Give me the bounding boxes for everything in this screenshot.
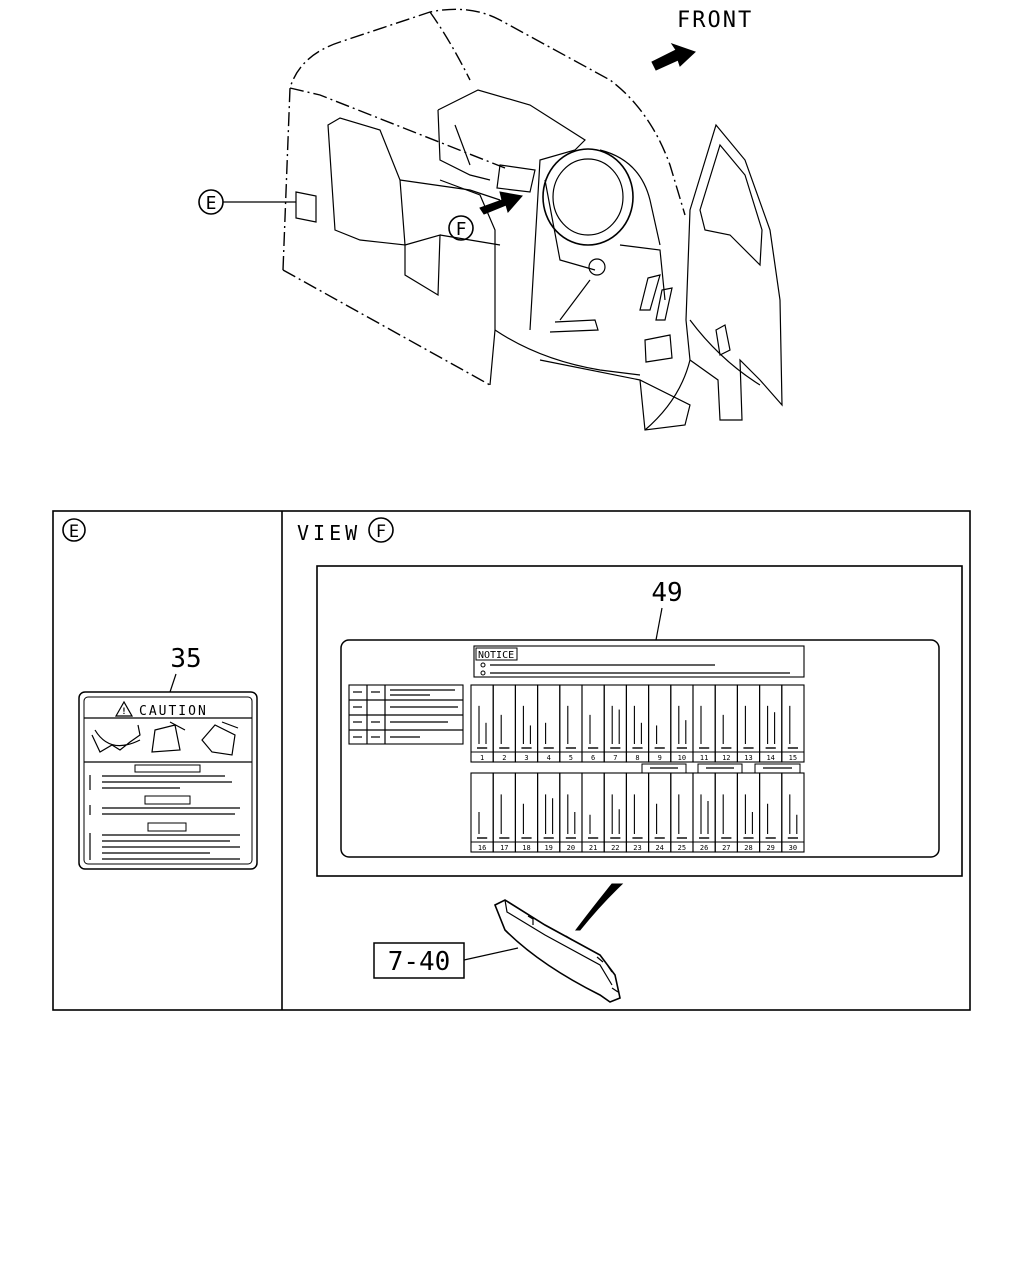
fuse-number: 27: [722, 844, 730, 852]
fuse-number: 16: [478, 844, 486, 852]
fuse-slot: 11: [692, 684, 716, 763]
fuse-number: 14: [766, 754, 774, 762]
fuse-slot: 20: [559, 772, 583, 853]
fuse-box-cover: 7-40: [373, 883, 624, 1003]
fuse-number: 5: [569, 754, 573, 762]
fuse-number: 9: [658, 754, 662, 762]
fuse-slot: 7: [603, 684, 627, 763]
fuse-slot: 23: [625, 772, 650, 853]
fuse-label-part-number: 49: [651, 578, 682, 608]
fuse-number: 7: [613, 754, 617, 762]
fuse-number: 1: [480, 754, 484, 762]
cab-interior-illustration: [282, 8, 783, 431]
callout-f-top: F: [448, 215, 474, 241]
fuse-number: 4: [547, 754, 551, 762]
fuse-slot: 12: [714, 684, 738, 763]
fuse-number: 12: [722, 754, 730, 762]
panel-f-letter: F: [376, 522, 386, 542]
fuse-number: 6: [591, 754, 595, 762]
fuse-row-2: 16 17 18 19 20 21 22 23 24 25 26 27 28 29 30: [470, 772, 805, 853]
front-arrow-icon: [651, 43, 696, 71]
panel-f-header: VIEW F: [297, 517, 394, 545]
fuse-slot: 10: [670, 684, 694, 763]
front-label: FRONT: [677, 8, 753, 33]
fuse-number: 8: [635, 754, 639, 762]
fuse-slot: 30: [781, 772, 805, 853]
fuse-slot: 25: [670, 772, 694, 853]
fuse-number: 26: [700, 844, 708, 852]
detail-frame: [52, 510, 971, 1011]
callout-f-top-letter: F: [456, 219, 467, 240]
fuse-number: 11: [700, 754, 708, 762]
fuse-cover-reference: 7-40: [388, 947, 451, 977]
fuse-slot: 24: [648, 772, 672, 853]
fuse-number: 19: [544, 844, 552, 852]
fuse-number: 15: [789, 754, 797, 762]
fuse-slot: 17: [492, 772, 516, 853]
fuse-number: 30: [789, 844, 797, 852]
fuse-slot: 14: [759, 684, 783, 763]
fuse-number: 17: [500, 844, 508, 852]
fuse-number: 23: [633, 844, 641, 852]
front-direction-indicator: FRONT: [651, 8, 753, 71]
panel-e-header: E: [62, 518, 86, 542]
fuse-slot: 9: [648, 684, 672, 763]
fuse-slot: 15: [781, 684, 805, 763]
fuse-number: 18: [522, 844, 530, 852]
fuse-number: 20: [567, 844, 575, 852]
fuse-slot: 19: [537, 772, 561, 853]
fuse-slot: 29: [759, 772, 783, 853]
notice-title: NOTICE: [478, 650, 514, 661]
panel-e-letter: E: [69, 522, 79, 542]
caution-part-number: 35: [170, 644, 201, 674]
fuse-number: 22: [611, 844, 619, 852]
warning-triangle-icon: [114, 700, 134, 717]
door-pictogram: [201, 721, 239, 756]
fuse-slot: 16: [470, 772, 494, 853]
fuse-number: 21: [589, 844, 597, 852]
caution-sign-glyph: !: [121, 707, 126, 717]
callout-e-top: E: [198, 189, 296, 215]
fuse-number: 24: [655, 844, 663, 852]
fuse-number: 3: [524, 754, 528, 762]
fuse-number: 10: [678, 754, 686, 762]
seat-pictogram: [151, 721, 186, 753]
fuse-slot: 5: [559, 684, 583, 763]
caution-title: CAUTION: [139, 704, 208, 719]
caution-label: 35 ! CAUTION: [78, 644, 258, 870]
fuse-slot: 18: [514, 772, 539, 853]
fuse-slot: 27: [714, 772, 738, 853]
fuse-slot: 1: [470, 684, 494, 763]
fuse-slot: 21: [581, 772, 605, 853]
fuse-slot: 4: [537, 684, 561, 763]
fuse-number: 13: [744, 754, 752, 762]
fuse-slot: 3: [514, 684, 539, 763]
fuse-number: 2: [502, 754, 506, 762]
fuse-number: 25: [678, 844, 686, 852]
fuse-slot: 8: [625, 684, 650, 763]
fuse-slot: 13: [736, 684, 761, 763]
fuse-slot: 28: [736, 772, 761, 853]
cab-tilt-pictogram: [91, 724, 141, 753]
fuse-slot: 22: [603, 772, 627, 853]
view-label: VIEW: [297, 521, 361, 545]
fuse-number: 29: [766, 844, 774, 852]
fuse-number: 28: [744, 844, 752, 852]
fuse-slot: 26: [692, 772, 716, 853]
fuse-slot: 6: [581, 684, 605, 763]
callout-e-top-letter: E: [206, 193, 217, 214]
fuse-slot: 2: [492, 684, 516, 763]
